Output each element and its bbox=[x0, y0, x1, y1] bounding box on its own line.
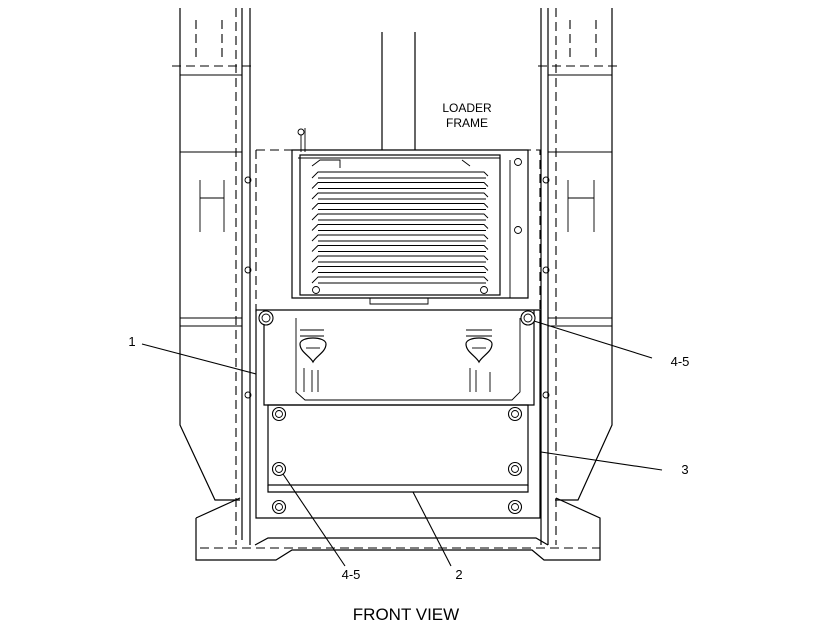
frame-holes bbox=[244, 176, 550, 399]
leader-lines bbox=[141, 320, 663, 567]
grille-guard bbox=[291, 149, 529, 305]
grille-louvers bbox=[311, 171, 489, 284]
frame-base bbox=[195, 497, 601, 561]
lift-hook bbox=[297, 128, 306, 152]
bolt-mid-left bbox=[271, 406, 287, 422]
louver-slat bbox=[311, 266, 489, 273]
leader-1 bbox=[141, 343, 257, 375]
left-latch bbox=[299, 329, 327, 392]
leader-4-5-bottom bbox=[282, 473, 346, 567]
leader-2 bbox=[412, 491, 452, 567]
bolt-low-left bbox=[271, 461, 287, 477]
louver-slat bbox=[311, 192, 489, 200]
bolt-low-right bbox=[507, 461, 523, 477]
loader-frame-posts bbox=[381, 32, 416, 150]
view-title: FRONT VIEW bbox=[353, 605, 459, 624]
louver-slat bbox=[311, 245, 489, 252]
right-frame-rail bbox=[538, 8, 622, 545]
loader-frame-label: LOADER bbox=[442, 101, 492, 115]
louver-slat bbox=[311, 171, 489, 179]
louver-slat bbox=[311, 255, 489, 263]
bolt-mid-right bbox=[507, 406, 523, 422]
callout-1: 1 bbox=[128, 334, 135, 349]
callout-4-5-bottom: 4-5 bbox=[342, 567, 361, 582]
right-latch bbox=[465, 329, 493, 392]
bolts bbox=[258, 310, 536, 515]
leader-4-5-right bbox=[533, 320, 653, 359]
bolt-bottom-left bbox=[271, 499, 287, 515]
bolt-top-left bbox=[258, 310, 274, 326]
frame-dashed-outline bbox=[255, 149, 541, 312]
louver-slat bbox=[311, 224, 489, 231]
bolt-top-right bbox=[520, 310, 536, 326]
plate-assembly-1 bbox=[255, 309, 541, 519]
callout-4-5-right: 4-5 bbox=[671, 354, 690, 369]
bolt-bottom-right bbox=[507, 499, 523, 515]
leader-3 bbox=[540, 451, 663, 471]
callout-3: 3 bbox=[681, 462, 688, 477]
louver-slat bbox=[311, 276, 489, 284]
callout-2: 2 bbox=[455, 567, 462, 582]
loader-frame-label-line2: FRAME bbox=[446, 116, 488, 130]
louver-slat bbox=[311, 213, 489, 221]
left-frame-rail bbox=[172, 8, 255, 545]
louver-slat bbox=[311, 203, 489, 210]
louver-slat bbox=[311, 182, 489, 189]
louver-slat bbox=[311, 234, 489, 242]
